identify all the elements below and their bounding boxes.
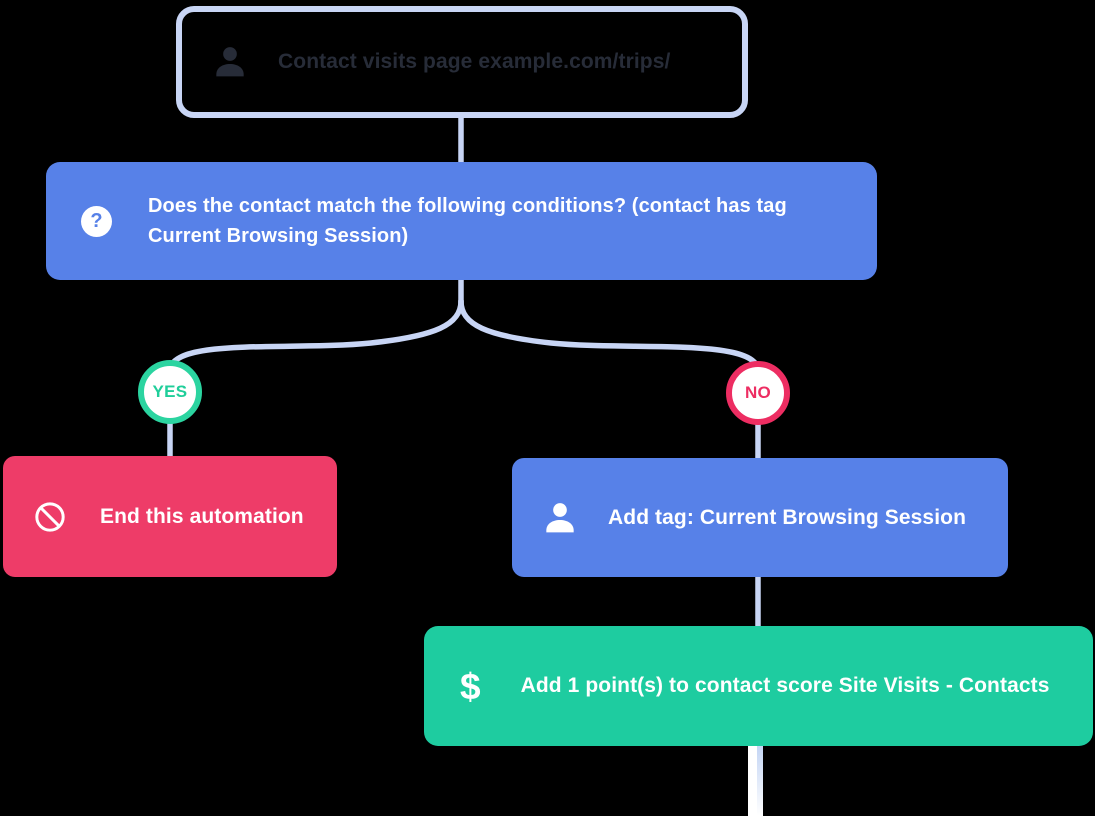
question-mark-icon: ? bbox=[81, 205, 112, 237]
person-icon bbox=[540, 498, 580, 538]
add-points-node[interactable]: $ Add 1 point(s) to contact score Site V… bbox=[424, 626, 1093, 746]
condition-label: Does the contact match the following con… bbox=[148, 195, 787, 247]
dollar-icon: $ bbox=[460, 665, 481, 707]
wire-continuation-fade bbox=[757, 746, 763, 816]
trigger-node-site-visit[interactable]: Contact visits page example.com/trips/ bbox=[176, 6, 748, 118]
add-points-label: Add 1 point(s) to contact score Site Vis… bbox=[520, 674, 1050, 697]
yes-branch-badge: YES bbox=[138, 360, 202, 424]
wire-continuation-white bbox=[748, 746, 757, 816]
wire-branch-no-curve bbox=[458, 298, 761, 374]
wire-branch-yes-curve bbox=[167, 298, 464, 374]
end-automation-label: End this automation bbox=[100, 504, 304, 528]
no-branch-badge: NO bbox=[726, 361, 790, 425]
add-tag-node[interactable]: Add tag: Current Browsing Session bbox=[512, 458, 1008, 577]
no-branch-label: NO bbox=[744, 383, 772, 402]
person-icon bbox=[210, 42, 250, 82]
end-automation-node[interactable]: End this automation bbox=[3, 456, 337, 577]
no-entry-icon bbox=[33, 500, 67, 534]
yes-branch-label: YES bbox=[152, 382, 188, 401]
trigger-label: Contact visits page example.com/trips/ bbox=[278, 50, 671, 73]
add-tag-label: Add tag: Current Browsing Session bbox=[608, 505, 966, 529]
condition-node-if-else[interactable]: ? Does the contact match the following c… bbox=[46, 162, 877, 280]
